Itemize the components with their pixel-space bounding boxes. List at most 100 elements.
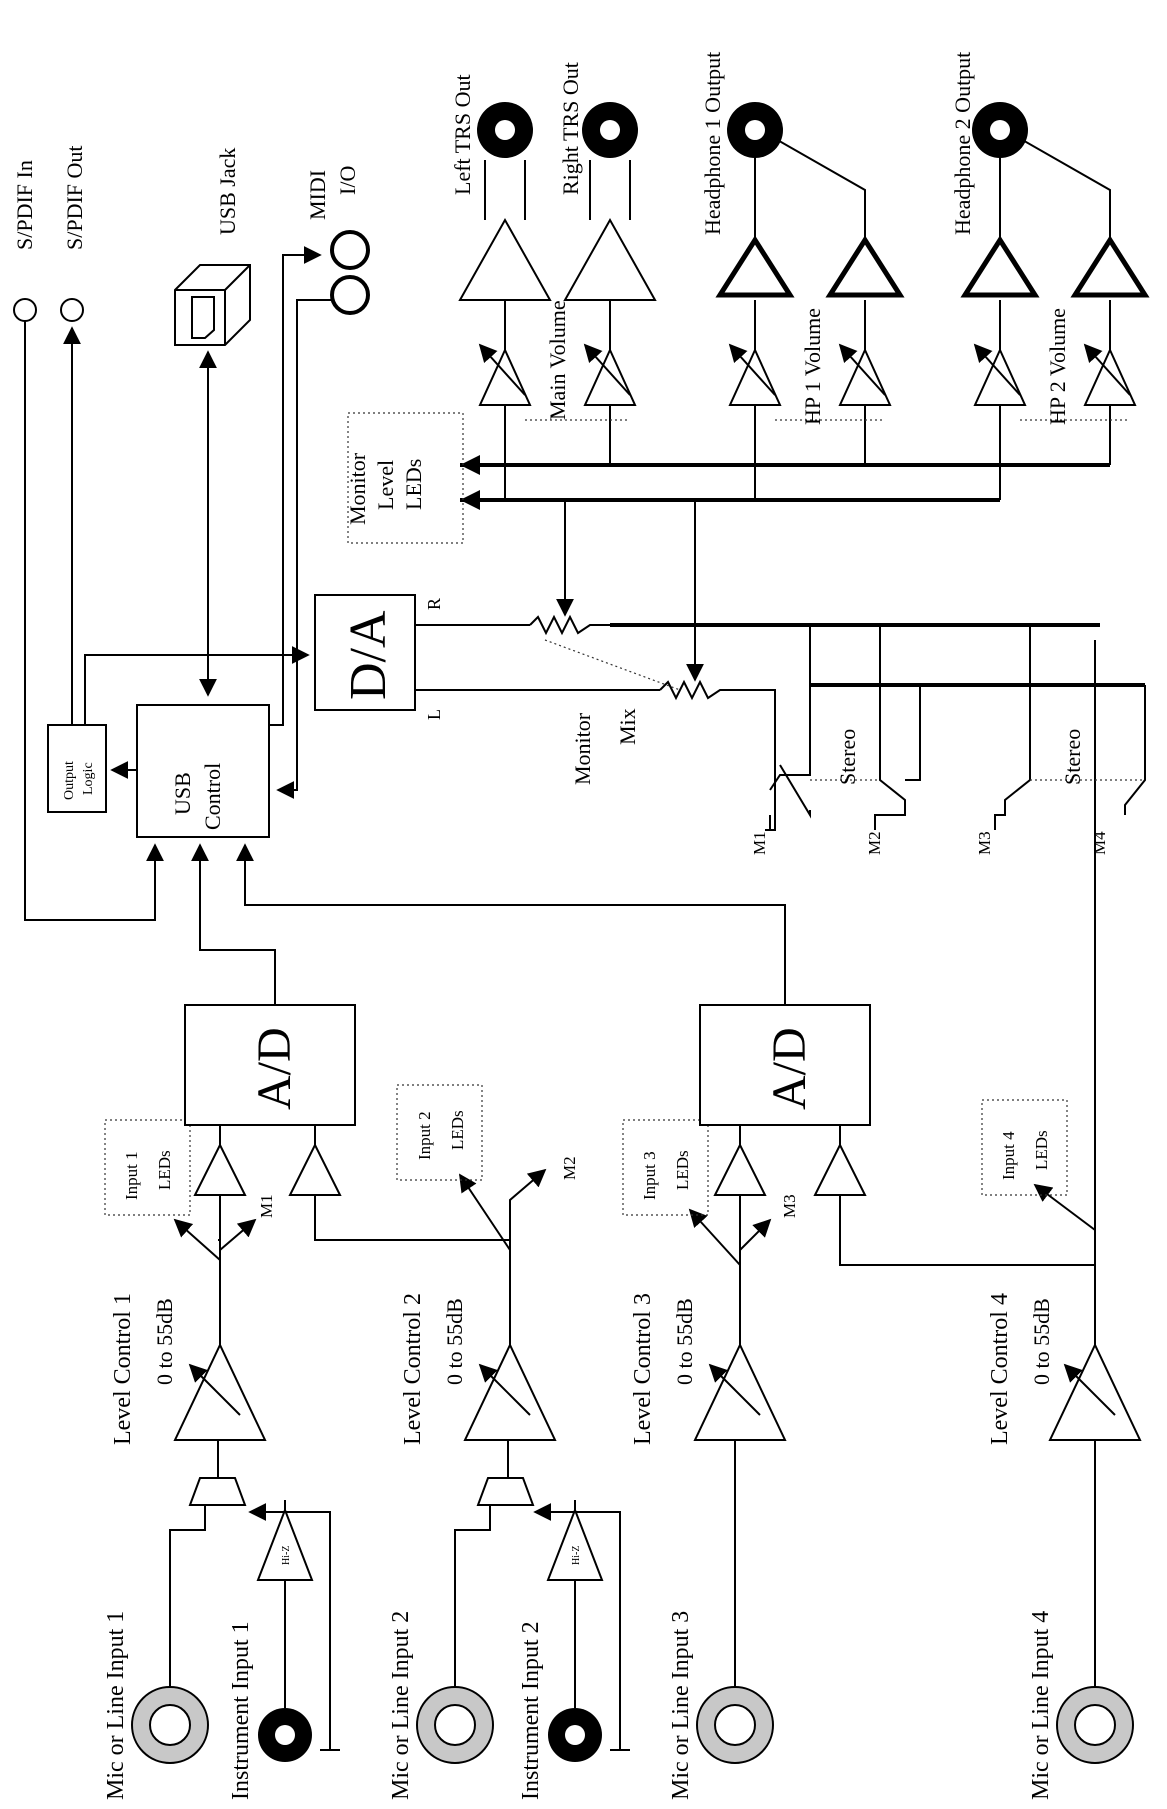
- usb-jack-label: USB Jack: [215, 148, 240, 235]
- input-1-leds-box: [104, 1119, 191, 1216]
- hp2-driver-left: [960, 235, 1040, 298]
- da-converter-label: D/A: [340, 610, 397, 700]
- instrument-input-2-jack: [548, 1708, 602, 1762]
- hp2-volume-label: HP 2 Volume: [1045, 308, 1070, 425]
- headphone-1-output-label: Headphone 1 Output: [700, 52, 725, 235]
- input-4-leds-label-a: Input 4: [999, 1131, 1018, 1180]
- m2-tap-label: M2: [560, 1156, 579, 1180]
- input-1-leds-label-a: Input 1: [122, 1151, 141, 1200]
- level-amp-3: [693, 1342, 787, 1441]
- output-logic-label-b: Logic: [81, 762, 96, 795]
- mic-input-3-label: Mic or Line Input 3: [668, 1611, 694, 1800]
- input-3-leds-box: [622, 1119, 709, 1216]
- m1-tap-label: M1: [257, 1194, 276, 1218]
- mic-input-1-jack: [131, 1686, 209, 1764]
- level-control-4-label: Level Control 4: [987, 1293, 1013, 1445]
- level-range-2-label: 0 to 55dB: [442, 1298, 467, 1385]
- da-r-label: R: [424, 598, 444, 610]
- hp2-driver-right: [1070, 235, 1150, 298]
- monitor-mix-label-a: Monitor: [570, 712, 595, 785]
- ad-converter-1: [184, 1004, 356, 1126]
- level-range-3-label: 0 to 55dB: [672, 1298, 697, 1385]
- m2-label: M2: [865, 831, 884, 855]
- level-amp-2: [463, 1342, 557, 1441]
- level-amp-4: [1048, 1342, 1142, 1441]
- m3-tap-label: M3: [780, 1194, 799, 1218]
- usb-control-label-b: Control: [200, 763, 225, 830]
- usb-control-block: [136, 704, 270, 838]
- input-2-leds-label-a: Input 2: [415, 1111, 434, 1160]
- m1-label: M1: [750, 831, 769, 855]
- hiz-label-1: Hi-Z: [281, 1546, 292, 1565]
- input-4-leds-label-b: LEDs: [1032, 1130, 1051, 1170]
- hp2-vol-amp-right: [1083, 347, 1137, 406]
- usb-control-label-a: USB: [170, 772, 195, 815]
- hiz-label-2: Hi-Z: [571, 1546, 582, 1565]
- level-amp-1: [173, 1342, 267, 1441]
- input-2-leds-label-b: LEDs: [448, 1110, 467, 1150]
- input-2-leds-box: [396, 1084, 483, 1181]
- stereo-label-2: Stereo: [1060, 729, 1085, 785]
- level-control-1-label: Level Control 1: [110, 1293, 136, 1445]
- main-vol-amp-left: [478, 347, 532, 406]
- hiz-preamp-2: [546, 1507, 604, 1581]
- ad-converter-1-label: A/D: [248, 1027, 301, 1110]
- mic-input-2-label: Mic or Line Input 2: [388, 1611, 414, 1800]
- level-range-4-label: 0 to 55dB: [1029, 1298, 1054, 1385]
- mic-input-1-label: Mic or Line Input 1: [103, 1611, 129, 1800]
- monitor-level-label-c: LEDs: [401, 459, 426, 510]
- input-1-leds-label-b: LEDs: [155, 1150, 174, 1190]
- left-trs-driver: [458, 217, 552, 301]
- hiz-preamp-1: [256, 1507, 314, 1581]
- mic-input-2-jack: [416, 1686, 494, 1764]
- midi-out-jack: [330, 230, 370, 270]
- monitor-level-label-b: Level: [373, 460, 398, 510]
- ad-preamp-3b: [813, 1142, 867, 1196]
- spdif-out-label: S/PDIF Out: [62, 145, 87, 250]
- ad-preamp-1a: [193, 1142, 247, 1196]
- input-selector-2: [476, 1477, 535, 1506]
- spdif-in-jack: [13, 298, 37, 322]
- ad-preamp-1b: [288, 1142, 342, 1196]
- hp1-vol-amp-right: [838, 347, 892, 406]
- m1-switch: [769, 625, 811, 830]
- hp1-volume-label: HP 1 Volume: [800, 308, 825, 425]
- level-range-1-label: 0 to 55dB: [152, 1298, 177, 1385]
- hp1-vol-amp-left: [728, 347, 782, 406]
- ad-converter-2-label: A/D: [763, 1027, 816, 1110]
- usb-jack-icon: [174, 264, 251, 346]
- input-selector-1: [188, 1477, 247, 1506]
- right-trs-driver: [563, 217, 657, 301]
- input-4-leds-box: [981, 1099, 1068, 1196]
- stereo-label-1: Stereo: [835, 729, 860, 785]
- hp1-driver-left: [715, 235, 795, 298]
- spdif-in-label: S/PDIF In: [12, 160, 37, 250]
- level-control-2-label: Level Control 2: [400, 1293, 426, 1445]
- main-volume-label: Main Volume: [545, 300, 570, 420]
- monitor-mix-pot-r: [529, 614, 610, 636]
- headphone-2-output-label: Headphone 2 Output: [950, 52, 975, 235]
- midi-label-b: I/O: [335, 166, 360, 195]
- instrument-input-1-jack: [258, 1708, 312, 1762]
- right-trs-out-label: Right TRS Out: [558, 62, 583, 195]
- hp1-driver-right: [825, 235, 905, 298]
- monitor-mix-pot-l: [659, 679, 745, 701]
- left-trs-out-label: Left TRS Out: [450, 74, 475, 195]
- instrument-input-1-label: Instrument Input 1: [228, 1621, 254, 1800]
- m4-label: M4: [1090, 831, 1109, 855]
- ad-preamp-3a: [713, 1142, 767, 1196]
- m3-label: M3: [975, 831, 994, 855]
- monitor-level-leds-box: [347, 412, 464, 544]
- instrument-input-2-label: Instrument Input 2: [518, 1621, 544, 1800]
- da-l-label: L: [424, 709, 444, 720]
- da-converter: [314, 594, 416, 711]
- output-logic-label-a: Output: [62, 761, 77, 800]
- input-3-leds-label-a: Input 3: [640, 1151, 659, 1200]
- mic-input-4-label: Mic or Line Input 4: [1028, 1611, 1054, 1800]
- midi-label-a: MIDI: [305, 170, 330, 220]
- hp2-vol-amp-left: [973, 347, 1027, 406]
- monitor-level-label-a: Monitor: [345, 452, 370, 525]
- output-logic-block: [47, 724, 107, 813]
